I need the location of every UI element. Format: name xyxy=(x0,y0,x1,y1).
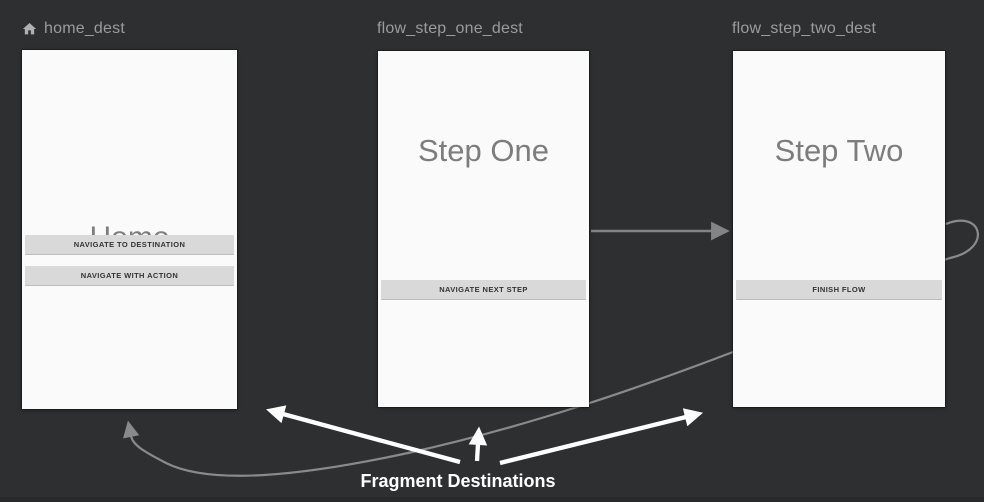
destination-label: flow_step_one_dest xyxy=(377,20,523,37)
window-bottom-edge xyxy=(0,497,984,502)
destination-label: flow_step_two_dest xyxy=(732,20,877,37)
fragment-title: Step One xyxy=(418,133,549,168)
destination-header-step-two[interactable]: flow_step_two_dest xyxy=(732,20,876,38)
home-icon xyxy=(22,23,37,35)
annotation-arrow-to-home xyxy=(266,405,461,465)
destination-label: home_dest xyxy=(44,20,125,37)
destination-header-home[interactable]: home_dest xyxy=(21,20,125,38)
annotation-arrow-to-step-one xyxy=(468,426,488,462)
destination-card-step-two[interactable]: Step Two FINISH FLOW xyxy=(733,51,945,407)
annotation-arrow-to-step-two xyxy=(499,408,704,466)
destination-card-step-one[interactable]: Step One NAVIGATE NEXT STEP xyxy=(378,51,589,407)
action-arrow-finish-flow-to-home[interactable] xyxy=(123,219,979,477)
destination-card-home[interactable]: Home NAVIGATE TO DESTINATION NAVIGATE WI… xyxy=(22,50,237,409)
fragment-title: Step Two xyxy=(774,133,904,168)
preview-button-navigate-to-destination: NAVIGATE TO DESTINATION xyxy=(25,235,234,255)
preview-button-navigate-next-step: NAVIGATE NEXT STEP xyxy=(381,280,586,300)
annotation-caption: Fragment Destinations xyxy=(360,471,556,491)
preview-button-finish-flow: FINISH FLOW xyxy=(736,280,942,300)
preview-button-navigate-with-action: NAVIGATE WITH ACTION xyxy=(25,266,234,286)
destination-header-step-one[interactable]: flow_step_one_dest xyxy=(377,20,523,38)
